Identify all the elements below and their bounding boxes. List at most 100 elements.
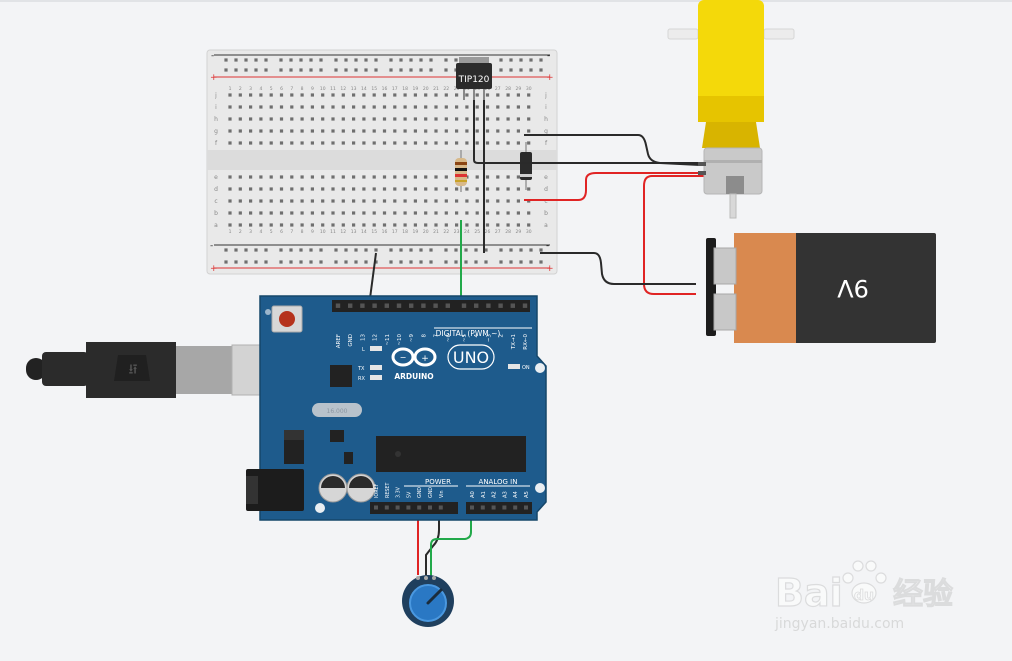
breadboard-hole (403, 187, 407, 191)
breadboard-hole (279, 211, 284, 215)
breadboard-hole (238, 175, 242, 179)
rail-hole (429, 68, 433, 72)
potentiometer[interactable] (402, 575, 454, 627)
usb-cable-end (26, 358, 46, 380)
breadboard-hole (362, 199, 366, 203)
breadboard-hole (455, 187, 459, 191)
row-letter-label: d (214, 186, 218, 193)
column-number-label: 20 (423, 229, 429, 235)
breadboard-hole (331, 223, 335, 227)
breadboard-hole (352, 105, 356, 109)
analog-pin-label: A2 (492, 491, 498, 498)
wire-red-diode-to-motor[interactable] (524, 172, 704, 201)
analog-pin-hole (502, 505, 507, 510)
rail-hole (444, 248, 448, 252)
motor-output-shaft (729, 193, 737, 219)
diode-body[interactable] (520, 152, 532, 180)
breadboard-hole (300, 223, 304, 227)
rail-hole (409, 260, 413, 264)
breadboard-hole (269, 187, 273, 191)
rail-hole (399, 68, 403, 72)
battery-9v[interactable]: 9V (706, 233, 936, 343)
digital-pin-label: ~5 (462, 334, 468, 343)
rail-hole (289, 248, 293, 252)
power-pin-hole (374, 505, 378, 510)
usb-cable[interactable]: ⭿ (26, 342, 301, 398)
breadboard-hole (516, 129, 520, 133)
breadboard-hole (496, 105, 500, 109)
breadboard-hole (238, 211, 242, 215)
breadboard-hole (290, 117, 294, 121)
breadboard-hole (321, 141, 325, 145)
wire-black-diode-to-motor[interactable] (524, 134, 701, 166)
rail-hole (279, 248, 283, 252)
breadboard[interactable]: + + - - - - + + 112233445566778899101011… (206, 49, 558, 275)
rail-hole (539, 260, 543, 264)
breadboard-hole (444, 199, 448, 203)
column-number-label: 26 (485, 229, 491, 235)
rail-hole (234, 58, 238, 62)
wire-green-a0-to-pot[interactable] (430, 510, 472, 576)
breadboard-hole (372, 223, 376, 227)
breadboard-hole (496, 129, 500, 133)
digital-pin-hole (409, 303, 414, 308)
column-number-label: 29 (516, 229, 522, 235)
digital-pin-hole (372, 303, 377, 308)
rail-hole (499, 58, 503, 62)
motor-terminal (698, 162, 706, 166)
column-number-label: 28 (505, 229, 511, 235)
digital-header (332, 300, 530, 312)
rail-hole (244, 260, 248, 264)
breadboard-hole (372, 129, 376, 133)
power-jack[interactable] (246, 469, 304, 511)
wire-red-motor-to-battery[interactable] (643, 175, 704, 295)
row-letter-label: b (544, 210, 548, 217)
potentiometer-indicator (426, 588, 443, 605)
motor-terminal (698, 171, 706, 175)
digital-pin-hole (396, 303, 402, 308)
breadboard-hole (475, 105, 479, 109)
power-pin-label: Vin (439, 490, 445, 498)
motor-gearbox[interactable] (698, 0, 764, 122)
motor-gearbox-shade (698, 96, 764, 122)
digital-pin-label: 12 (373, 334, 379, 341)
reset-button[interactable] (279, 311, 295, 327)
power-pin-label: IOREF (374, 483, 380, 498)
battery-label: 9V (837, 274, 869, 302)
breadboard-hole (485, 223, 490, 227)
tip120-transistor[interactable]: TIP120 (456, 57, 492, 100)
rail-hole (474, 248, 478, 252)
column-number-label: 30 (526, 229, 532, 235)
breadboard-hole (516, 105, 520, 109)
breadboard-hole (352, 211, 356, 215)
breadboard-hole (382, 117, 387, 121)
row-letter-label: j (214, 92, 217, 99)
breadboard-hole (424, 175, 428, 179)
breadboard-hole (259, 187, 263, 191)
resistor[interactable] (455, 150, 467, 192)
rail-hole (539, 248, 543, 252)
svg-text:−: − (400, 353, 407, 362)
rail-hole (464, 248, 468, 252)
power-pin-label: GND (428, 487, 434, 498)
diode-cathode-band (520, 174, 532, 177)
rail-hole (354, 248, 358, 252)
wire-black-rail-to-battery[interactable] (540, 252, 696, 285)
digital-pin-label: 13 (360, 334, 366, 341)
analog-pin-label: A3 (502, 491, 508, 498)
rail-hole (389, 260, 393, 264)
rail-hole (519, 58, 523, 62)
digital-pin-hole (335, 303, 341, 308)
breadboard-hole (403, 105, 407, 109)
arduino-logo-icon: − + (391, 347, 437, 367)
breadboard-hole (331, 211, 335, 215)
breadboard-hole (475, 93, 479, 97)
wire-black-collector-to-motor[interactable] (473, 100, 700, 164)
transistor-body[interactable] (456, 63, 492, 89)
diode[interactable] (520, 142, 532, 190)
breadboard-hole (300, 117, 304, 121)
breadboard-hole (279, 199, 284, 203)
dc-motor[interactable] (667, 0, 795, 219)
